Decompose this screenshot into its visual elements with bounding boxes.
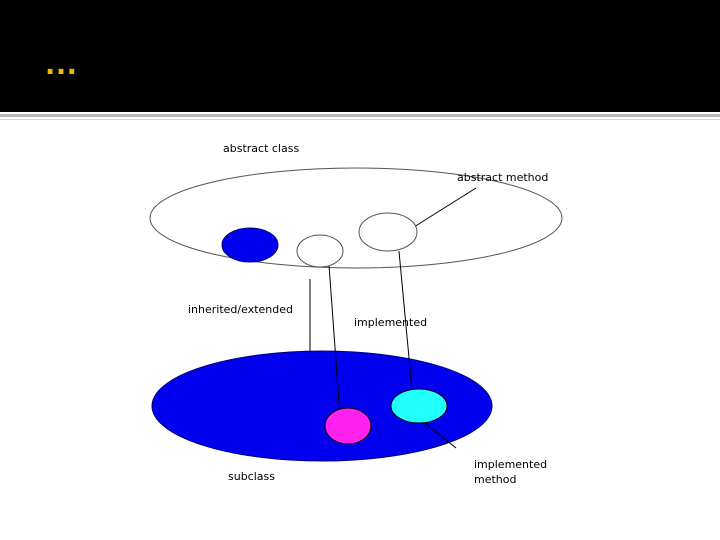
abstract-class-small-method: [296, 234, 344, 268]
title-bar: …: [0, 0, 720, 112]
subclass-ellipse: [151, 350, 493, 462]
label-implemented-method-line1: implemented: [474, 458, 547, 471]
abstract-class-filled-method: [221, 227, 279, 263]
abstract-method-pointer: [405, 187, 477, 233]
abstract-class-diagram: abstract class abstract method inherited…: [149, 142, 563, 486]
implemented-line-right: [398, 250, 413, 391]
abstract-method-circle: [358, 212, 418, 252]
title-divider-thick: [0, 114, 720, 117]
label-inherited-extended: inherited/extended: [188, 303, 293, 316]
implemented-cyan-circle: [390, 388, 448, 424]
label-abstract-method: abstract method: [457, 171, 548, 184]
label-implemented-method-line2: method: [474, 473, 516, 486]
implemented-pink-circle: [324, 407, 372, 445]
label-abstract-class: abstract class: [223, 142, 299, 155]
label-implemented: implemented: [354, 316, 427, 329]
title-divider-thin: [0, 119, 720, 120]
slide-title: …: [44, 44, 80, 82]
label-subclass: subclass: [228, 470, 275, 483]
